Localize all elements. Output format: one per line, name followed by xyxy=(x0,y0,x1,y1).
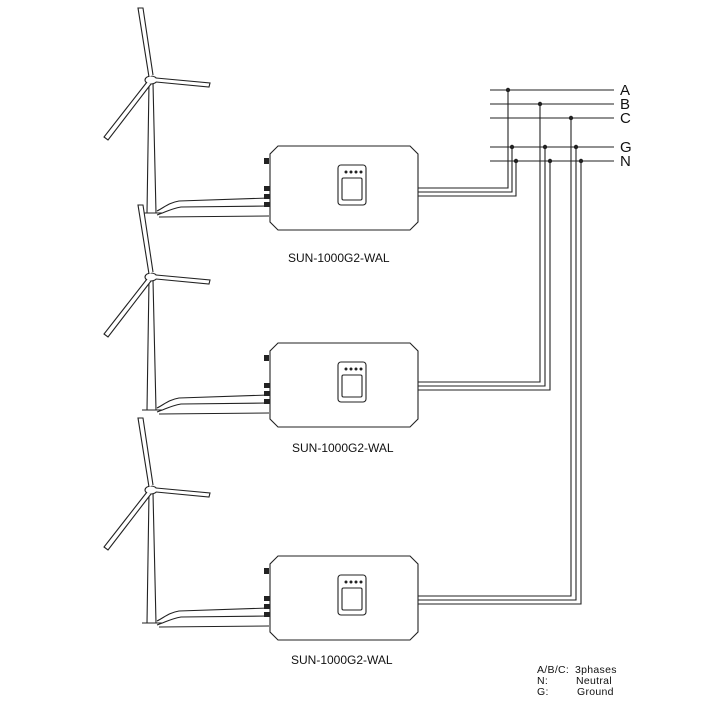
inverter-1-icon xyxy=(263,145,419,231)
bus-label-c: C xyxy=(620,110,631,127)
bus-label-g: G xyxy=(620,139,632,156)
legend-value-phases: 3phases xyxy=(575,664,617,676)
bus-label-b: B xyxy=(620,96,630,113)
unit-label-2: SUN-1000G2-WAL xyxy=(292,441,394,455)
legend: A/B/C: 3phases N: Neutral G: Ground xyxy=(537,664,617,698)
legend-key-neutral: N: xyxy=(537,675,548,687)
unit-label-3: SUN-1000G2-WAL xyxy=(291,653,393,667)
legend-key-ground: G: xyxy=(537,686,549,698)
inverter-3-icon xyxy=(263,555,419,641)
legend-value-ground: Ground xyxy=(577,686,614,698)
inverter-2-wiring xyxy=(418,101,553,391)
inverter-1-wiring xyxy=(418,87,519,197)
inverter-2-icon xyxy=(263,342,419,428)
wind-turbine-2-icon xyxy=(103,204,270,415)
wind-turbine-3-icon xyxy=(103,417,270,628)
inverter-3-wiring xyxy=(418,115,584,605)
bus-label-n: N xyxy=(620,153,631,170)
grid-bus xyxy=(490,89,614,162)
unit-label-1: SUN-1000G2-WAL xyxy=(288,251,390,265)
legend-value-neutral: Neutral xyxy=(576,675,612,687)
legend-key-phases: A/B/C: xyxy=(537,664,569,676)
bus-label-a: A xyxy=(620,82,630,99)
wind-turbine-1-icon xyxy=(103,7,270,218)
